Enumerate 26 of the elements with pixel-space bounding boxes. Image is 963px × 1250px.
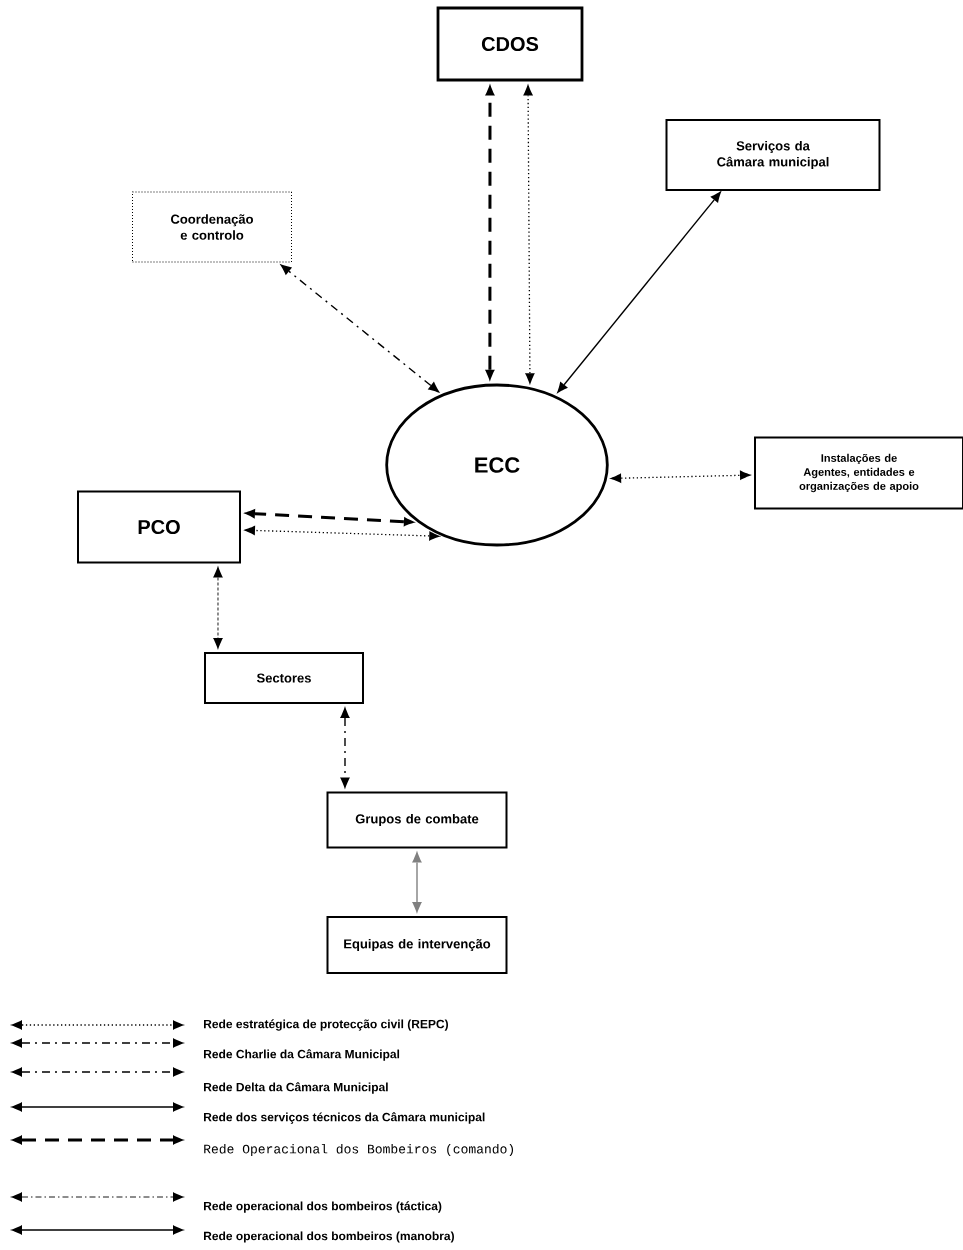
arrow — [243, 525, 442, 541]
arrow — [279, 263, 441, 393]
legend-text: Rede estratégica de protecção civil (REPC) — [204, 1019, 448, 1031]
arrow — [484, 83, 495, 382]
process-box: CDOS — [436, 6, 584, 82]
arrow — [523, 83, 535, 386]
process-box: Instalações de Agentes, entidades e organizações de apoio — [754, 436, 963, 510]
arrow — [556, 190, 722, 394]
arrow — [412, 850, 422, 914]
legend-text: Rede Delta da Câmara Municipal — [204, 1082, 388, 1094]
process-box: Serviços da Câmara municipal — [665, 119, 881, 191]
arrow — [340, 706, 350, 790]
arrow — [243, 508, 416, 527]
arrow — [609, 470, 752, 484]
process-box: PCO — [77, 490, 241, 564]
process-box: Grupos de combate — [326, 791, 508, 849]
legend-text: Rede Charlie da Câmara Municipal — [204, 1049, 400, 1061]
legend-text: Rede operacional dos bombeiros (manobra) — [204, 1231, 454, 1243]
process-box: Sectores — [204, 652, 364, 704]
legend-text: Rede operacional dos bombeiros (táctica) — [204, 1201, 442, 1213]
process-box: Equipas de intervenção — [326, 916, 508, 974]
legend-text: Rede dos serviços técnicos da Câmara municipal — [204, 1112, 485, 1124]
legend-text: Rede Operacional dos Bombeiros (comando) — [204, 1143, 513, 1157]
ellipse-node: ECC — [385, 383, 609, 547]
arrow — [213, 565, 223, 650]
dotted-box: Coordenação e controlo — [132, 191, 292, 263]
